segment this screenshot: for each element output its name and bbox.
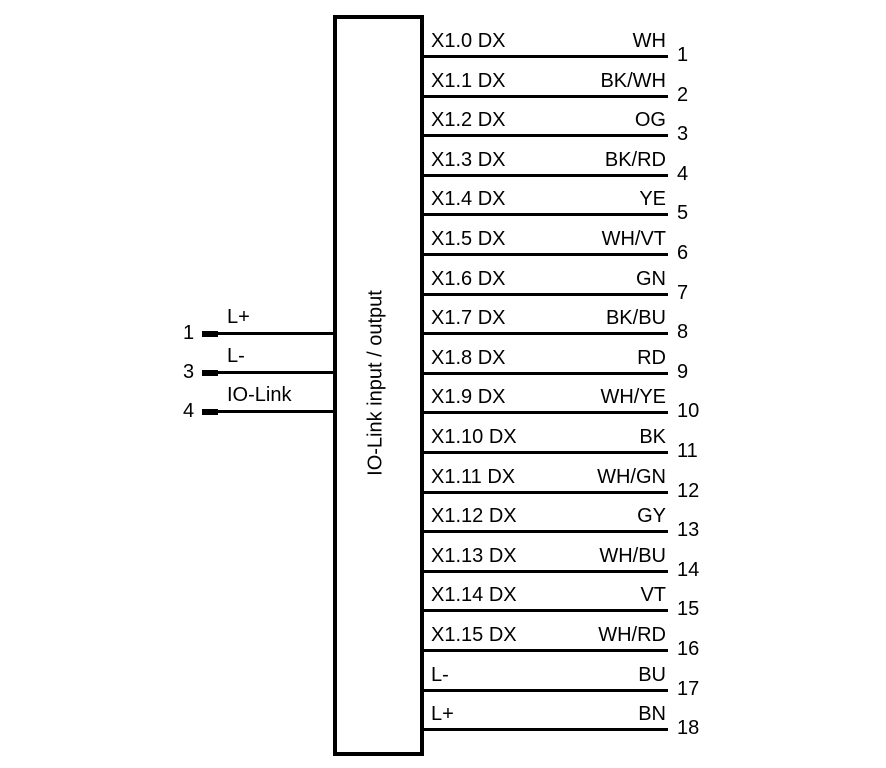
right-pin-number: 14 bbox=[677, 558, 700, 581]
connector-pin-icon bbox=[202, 369, 218, 376]
right-wire-3 bbox=[420, 173, 668, 177]
wire-color-code: VT bbox=[640, 584, 666, 607]
right-wire-15 bbox=[420, 649, 668, 652]
right-wire-2 bbox=[420, 134, 668, 138]
right-pin-signal: X1.7 DX bbox=[431, 307, 506, 330]
io-link-module-box bbox=[333, 15, 424, 756]
right-pin-number: 13 bbox=[677, 519, 700, 542]
right-pin-number: 8 bbox=[677, 321, 689, 344]
wire-color-code: WH bbox=[632, 30, 666, 52]
right-wire-8 bbox=[420, 371, 668, 375]
wire-color-code: BN bbox=[638, 703, 666, 726]
right-pin-number: 9 bbox=[677, 360, 689, 383]
right-pin-number: 5 bbox=[677, 202, 689, 225]
right-pin-number: 3 bbox=[677, 123, 689, 146]
right-pin-signal: X1.2 DX bbox=[431, 109, 506, 132]
right-pin-number: 7 bbox=[677, 281, 689, 304]
right-pin-signal: X1.13 DX bbox=[431, 544, 517, 567]
left-pin-number: 4 bbox=[183, 400, 195, 422]
connector-pin-icon bbox=[202, 408, 218, 415]
right-pin-number: 18 bbox=[677, 717, 700, 740]
right-pin-signal: X1.12 DX bbox=[431, 505, 517, 528]
right-wire-9 bbox=[420, 411, 668, 415]
right-pin-number: 1 bbox=[677, 44, 689, 66]
right-pin-number: 2 bbox=[677, 83, 689, 106]
wire-color-code: GY bbox=[637, 505, 666, 528]
right-wire-7 bbox=[420, 332, 668, 336]
right-pin-signal: L+ bbox=[431, 703, 454, 726]
right-pin-number: 15 bbox=[677, 598, 700, 621]
right-pin-signal: X1.11 DX bbox=[431, 465, 516, 488]
right-pin-signal: X1.5 DX bbox=[431, 228, 506, 250]
wire-color-code: WH/GN bbox=[597, 465, 666, 488]
right-pin-signal: L- bbox=[431, 663, 449, 686]
right-pin-signal: X1.14 DX bbox=[431, 584, 517, 607]
right-pin-number: 11 bbox=[677, 440, 698, 462]
right-pin-number: 17 bbox=[677, 677, 700, 700]
left-wire-1 bbox=[218, 371, 333, 374]
right-pin-number: 6 bbox=[677, 242, 689, 264]
left-pin-number: 1 bbox=[183, 322, 195, 344]
wire-color-code: YE bbox=[639, 188, 666, 211]
wire-color-code: WH/VT bbox=[601, 228, 666, 250]
right-wire-16 bbox=[420, 688, 668, 692]
module-title: IO-Link input / output bbox=[364, 290, 387, 476]
left-wire-0 bbox=[218, 332, 333, 335]
right-pin-number: 12 bbox=[677, 479, 700, 502]
wire-color-code: RD bbox=[637, 346, 666, 369]
left-pin-signal: L+ bbox=[227, 306, 250, 328]
wire-color-code: BK/RD bbox=[604, 148, 666, 171]
wire-color-code: OG bbox=[634, 109, 666, 132]
wire-color-code: WH/RD bbox=[598, 624, 666, 646]
right-pin-signal: X1.1 DX bbox=[431, 69, 506, 92]
right-pin-signal: X1.10 DX bbox=[431, 426, 517, 448]
right-pin-signal: X1.8 DX bbox=[431, 346, 506, 369]
right-pin-signal: X1.6 DX bbox=[431, 267, 506, 290]
right-wire-0 bbox=[420, 55, 668, 58]
wire-color-code: GN bbox=[636, 267, 666, 290]
right-pin-signal: X1.4 DX bbox=[431, 188, 506, 211]
right-wire-11 bbox=[420, 490, 668, 494]
wire-color-code: BK/WH bbox=[600, 69, 666, 92]
right-wire-1 bbox=[420, 94, 668, 98]
right-wire-13 bbox=[420, 569, 668, 573]
wire-color-code: BK/BU bbox=[605, 307, 666, 330]
right-wire-17 bbox=[420, 728, 668, 732]
left-pin-number: 3 bbox=[183, 361, 195, 383]
right-wire-10 bbox=[420, 451, 668, 454]
right-wire-4 bbox=[420, 213, 668, 217]
right-pin-signal: X1.15 DX bbox=[431, 624, 517, 646]
left-pin-signal: L- bbox=[227, 345, 245, 367]
left-pin-signal: IO-Link bbox=[227, 384, 292, 406]
right-pin-signal: X1.9 DX bbox=[431, 386, 506, 409]
left-wire-2 bbox=[218, 410, 333, 413]
wire-color-code: BU bbox=[638, 663, 666, 686]
right-pin-number: 10 bbox=[677, 400, 700, 423]
connector-pin-icon bbox=[202, 330, 218, 337]
right-wire-6 bbox=[420, 292, 668, 296]
right-wire-14 bbox=[420, 609, 668, 613]
right-pin-signal: X1.0 DX bbox=[431, 30, 506, 52]
right-wire-12 bbox=[420, 530, 668, 534]
right-pin-number: 4 bbox=[677, 162, 689, 185]
wire-color-code: BK bbox=[639, 426, 666, 448]
right-pin-number: 16 bbox=[677, 638, 700, 660]
right-pin-signal: X1.3 DX bbox=[431, 148, 506, 171]
wire-color-code: WH/BU bbox=[599, 544, 666, 567]
right-wire-5 bbox=[420, 253, 668, 256]
wire-color-code: WH/YE bbox=[600, 386, 666, 409]
